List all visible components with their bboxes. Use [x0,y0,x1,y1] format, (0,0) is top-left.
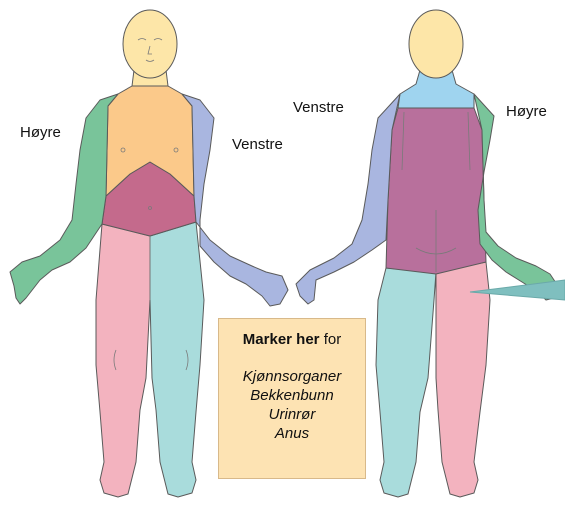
marker-info-box: Marker her for Kjønnsorganer Bekkenbunn … [218,318,366,479]
marker-list-item: Bekkenbunn [219,386,365,405]
back-leg-right [436,262,490,497]
front-left-side-label: Venstre [232,136,283,153]
marker-list-item: Urinrør [219,405,365,424]
marker-heading: Marker her for [219,331,365,348]
front-leg-right [96,224,150,497]
back-head [409,10,463,78]
front-head [123,10,177,78]
marker-list-item: Kjønnsorganer [219,367,365,386]
marker-heading-rest: for [324,331,342,348]
marker-list-item: Anus [219,424,365,443]
back-left-side-label: Venstre [293,99,344,116]
front-right-side-label: Høyre [20,124,61,141]
marker-list: Kjønnsorganer Bekkenbunn Urinrør Anus [219,367,365,443]
marker-heading-bold: Marker her [243,331,320,348]
back-leg-left [376,268,436,497]
front-leg-left [150,222,204,497]
back-right-side-label: Høyre [506,103,547,120]
